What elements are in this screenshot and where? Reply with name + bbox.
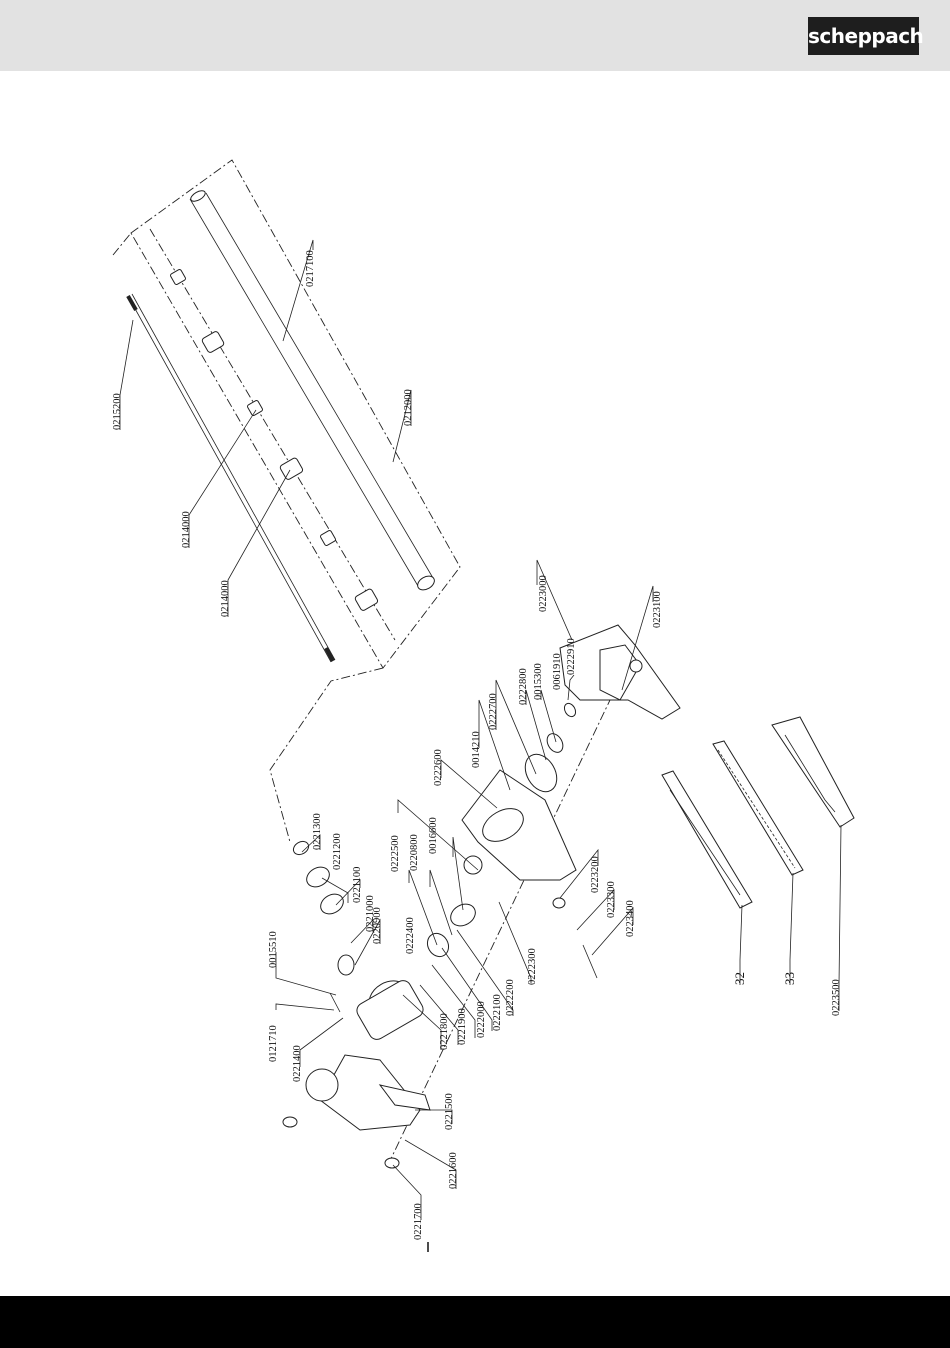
outer-pole-tube [189,190,435,591]
exploded-parts-diagram: 0215200 0214000 0214000 0212000 0217100 … [112,159,855,1252]
bearings [292,840,344,915]
part-label: 0221400 [292,1045,303,1082]
part-label: 0221800 [439,1013,450,1050]
part-label: 0221700 [413,1203,424,1240]
part-label: 0221600 [448,1152,459,1189]
gear-housing [461,769,577,881]
part-label: 0221000 [365,895,376,932]
part-label: 0222200 [505,979,516,1016]
pole-bushings [170,269,379,611]
part-label: 0223300 [606,881,617,918]
part-label: 0220900 [372,907,383,944]
part-label: 0222800 [518,668,529,705]
screws [282,897,598,1169]
part-label: 0221900 [457,1008,468,1045]
part-label: 0214000 [181,511,192,548]
drive-shaft [126,293,336,663]
part-label: 0214000 [220,580,231,617]
part-label: 0061910 [552,653,563,690]
part-label: 0222400 [405,917,416,954]
part-label: 0222300 [527,948,538,985]
part-label: 0223100 [652,591,663,628]
bar-scabbard [771,716,855,828]
part-label: 0223200 [590,856,601,893]
pole-axis-line [149,228,396,641]
part-label: 0222600 [433,749,444,786]
part-label: 0121710 [268,1025,279,1062]
part-label: 0221200 [332,833,343,870]
part-label: 0220800 [409,834,420,871]
part-label: 0223500 [831,979,842,1016]
part-label: 0222500 [390,835,401,872]
clamp-housing [337,954,424,1040]
header-bar: scheppach [0,0,950,71]
footer-bar [0,1296,950,1348]
part-label: 0223000 [538,575,549,612]
saw-chain [712,740,804,876]
gear-washers [426,702,577,958]
part-label: 0016600 [428,817,439,854]
part-label: 33 [782,972,797,985]
part-label: 0221300 [312,813,323,850]
assembly-link-line [269,667,384,843]
part-label: 0222100 [492,994,503,1031]
part-label: 0221500 [444,1093,455,1130]
part-label: 0221100 [352,867,363,903]
handle-knob [305,1054,431,1131]
pole-assembly-dashed-box [130,159,461,669]
gearbox-axis-line [387,699,611,1166]
part-label: 0222000 [476,1001,487,1038]
sprocket-cover [559,624,681,720]
part-label: 0014210 [471,731,482,768]
part-label: 0222700 [488,693,499,730]
part-label: 0015300 [533,663,544,700]
guide-bar [661,770,753,909]
part-label: 0215200 [112,393,123,430]
brand-logo: scheppach [808,17,924,55]
part-label: 0015510 [268,931,279,968]
part-label: 0217100 [305,250,316,287]
part-label: 0223400 [625,900,636,937]
part-label: 32 [732,972,747,985]
part-label: 0222910 [566,638,577,675]
part-label: 0212000 [403,389,414,426]
